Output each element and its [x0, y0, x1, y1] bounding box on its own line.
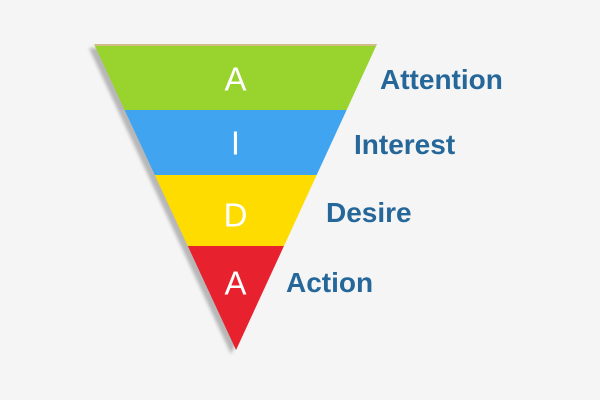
funnel-top-edge — [94, 44, 377, 46]
funnel-band-attention — [94, 46, 377, 110]
stage-label-desire: Desire — [326, 197, 412, 228]
stage-letter-interest: I — [230, 124, 241, 162]
stage-letter-attention: A — [224, 60, 247, 98]
funnel-shape: A I D A — [94, 44, 377, 350]
stage-letter-desire: D — [223, 196, 248, 234]
stage-letter-action: A — [224, 264, 247, 302]
stage-label-action: Action — [286, 267, 374, 298]
stage-label-interest: Interest — [354, 129, 456, 160]
stage-label-attention: Attention — [380, 64, 503, 95]
